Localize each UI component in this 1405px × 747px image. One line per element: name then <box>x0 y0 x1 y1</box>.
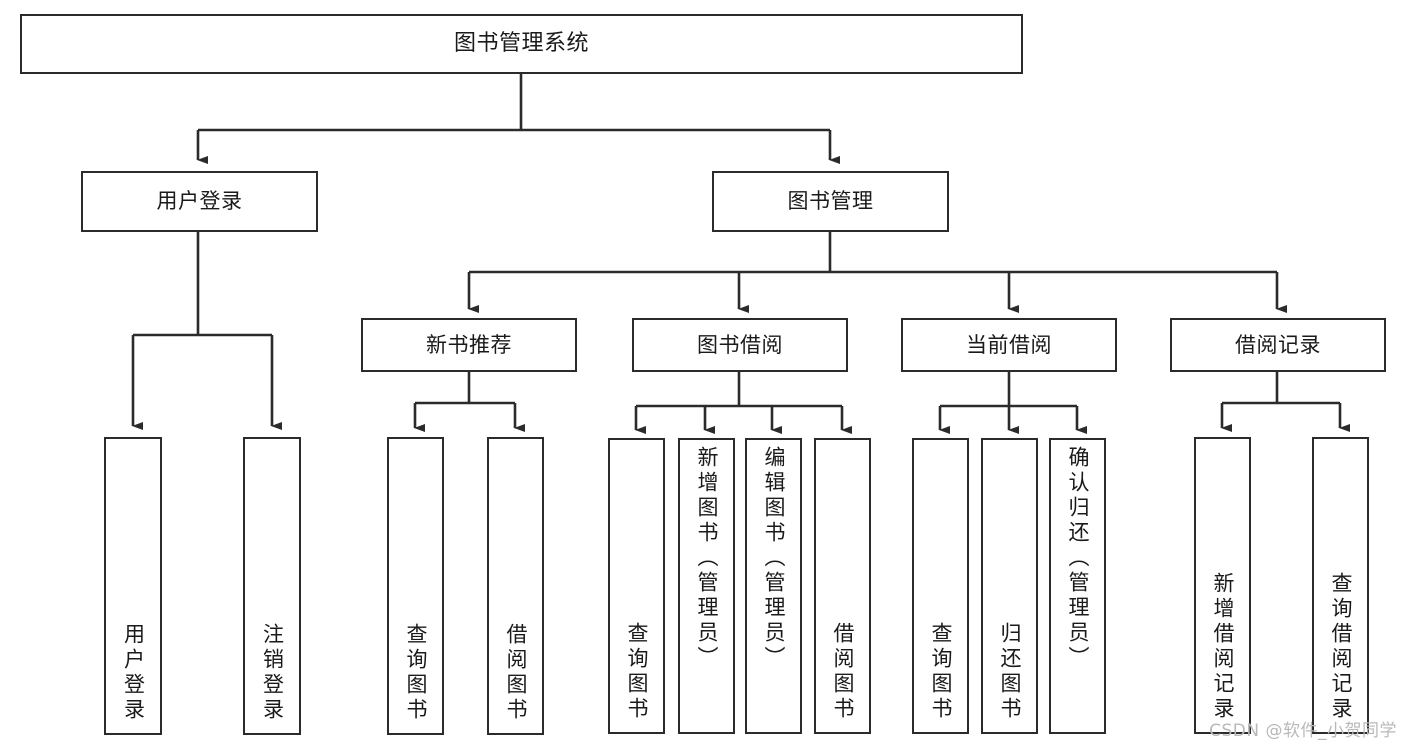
node-current-borrow[interactable]: 当前借阅 <box>901 318 1117 372</box>
node-book-management[interactable]: 图书管理 <box>712 171 949 232</box>
node-label: 查询图书 <box>929 622 953 722</box>
leaf-borrow-book[interactable]: 借阅图书 <box>814 438 871 734</box>
node-label: 图书借阅 <box>697 332 783 357</box>
node-user-login[interactable]: 用户登录 <box>81 171 318 232</box>
leaf-query-book-current[interactable]: 查询图书 <box>912 438 969 734</box>
node-label: 图书管理系统 <box>453 31 589 57</box>
leaf-borrow-book-recommend[interactable]: 借阅图书 <box>487 437 544 735</box>
leaf-return-book[interactable]: 归还图书 <box>981 438 1038 734</box>
node-label: 借阅记录 <box>1235 332 1321 357</box>
node-label: 用户登录 <box>121 623 146 723</box>
csdn-watermark: CSDN @软件_小贺同学 <box>1209 721 1397 741</box>
node-label: 查询图书 <box>625 622 649 722</box>
node-label: 用户登录 <box>156 189 243 214</box>
node-label: 新增借阅记录 <box>1211 572 1235 722</box>
node-label: 确认归还（管理员） <box>1066 446 1090 671</box>
node-new-book-recommend[interactable]: 新书推荐 <box>361 318 577 372</box>
leaf-query-book-recommend[interactable]: 查询图书 <box>387 437 444 735</box>
leaf-add-borrow-record[interactable]: 新增借阅记录 <box>1194 437 1251 734</box>
node-book-borrow[interactable]: 图书借阅 <box>632 318 848 372</box>
leaf-user-login[interactable]: 用户登录 <box>104 437 162 735</box>
node-label: 查询图书 <box>404 623 428 723</box>
leaf-logout-login[interactable]: 注销登录 <box>243 437 301 735</box>
node-label: 图书管理 <box>787 189 874 214</box>
leaf-query-book-borrow[interactable]: 查询图书 <box>608 438 665 734</box>
leaf-query-borrow-record[interactable]: 查询借阅记录 <box>1312 437 1369 734</box>
node-label: 借阅图书 <box>831 622 855 722</box>
node-label: 查询借阅记录 <box>1329 572 1353 722</box>
node-label: 编辑图书（管理员） <box>762 446 786 671</box>
leaf-edit-book-admin[interactable]: 编辑图书（管理员） <box>745 438 802 734</box>
node-borrow-record[interactable]: 借阅记录 <box>1170 318 1386 372</box>
node-label: 归还图书 <box>998 622 1022 722</box>
node-label: 当前借阅 <box>966 332 1052 357</box>
leaf-confirm-return-admin[interactable]: 确认归还（管理员） <box>1049 438 1106 734</box>
node-root-system[interactable]: 图书管理系统 <box>20 14 1023 74</box>
node-label: 借阅图书 <box>504 623 528 723</box>
leaf-add-book-admin[interactable]: 新增图书（管理员） <box>678 438 735 734</box>
node-label: 新增图书（管理员） <box>695 446 719 671</box>
node-label: 注销登录 <box>260 623 285 723</box>
node-label: 新书推荐 <box>426 332 512 357</box>
